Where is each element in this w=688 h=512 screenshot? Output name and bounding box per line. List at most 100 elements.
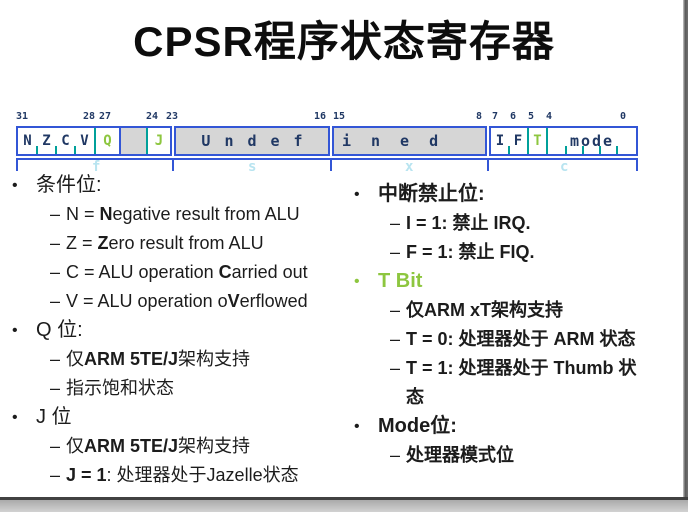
bullet-marker: •	[12, 177, 18, 194]
list-item-text: J 位	[36, 406, 72, 428]
teal-divider	[94, 128, 96, 154]
sub-item-row: –T = 1: 处理器处于 Thumb 状态	[350, 354, 682, 412]
sub-item-row: –仅ARM 5TE/J架构支持	[8, 432, 348, 461]
bit-number-24: 24	[146, 111, 159, 122]
nzcv-field: N Z C V	[18, 128, 94, 154]
bullet-row: • 条件位:	[8, 171, 348, 200]
left-bullet-column: •条件位:–N = Negative result from ALU–Z = Z…	[8, 171, 348, 490]
bullet-row: • Mode位:	[350, 412, 682, 441]
q-flag: Q	[103, 133, 112, 149]
list-item-text: N = Negative result from ALU	[66, 204, 300, 224]
f-flag: F	[513, 133, 523, 149]
page-title: CPSR程序状态寄存器	[133, 18, 555, 65]
teal-divider	[546, 128, 548, 154]
section-label-f: f	[92, 159, 101, 175]
bit-number-23: 23	[166, 111, 179, 122]
list-item-text: Mode位:	[378, 415, 457, 437]
register-control-box: I F T mode	[489, 126, 638, 156]
bit-tick	[55, 146, 57, 154]
undef-text: Undef	[201, 132, 317, 150]
undef-field: Undef	[176, 128, 328, 154]
dash-marker: –	[390, 300, 401, 320]
section-label-c: c	[560, 159, 569, 175]
list-item-text: T = 0: 处理器处于 ARM 状态	[406, 329, 636, 349]
dash-marker: –	[390, 358, 401, 378]
right-bullet-column: •中断禁止位:–I = 1: 禁止 IRQ.–F = 1: 禁止 FIQ.•T …	[350, 180, 682, 470]
blue-divider	[119, 128, 121, 154]
t-field: T	[529, 128, 546, 154]
teal-divider	[146, 128, 148, 154]
bullet-marker: •	[354, 418, 360, 435]
section-label-s: s	[248, 159, 257, 175]
sub-item-row: –仅ARM xT架构支持	[350, 296, 682, 325]
bit-tick	[74, 146, 76, 154]
bracket-tick	[172, 158, 174, 171]
dash-marker: –	[390, 445, 401, 465]
dash-marker: –	[50, 233, 61, 253]
sub-item-row: –C = ALU operation Carried out	[8, 258, 348, 287]
dash-marker: –	[390, 213, 401, 233]
bullet-row: • J 位	[8, 403, 348, 432]
dash-marker: –	[50, 349, 61, 369]
bracket-line	[16, 158, 638, 160]
frame-shadow-right	[683, 0, 688, 512]
bit-number-27: 27	[99, 111, 112, 122]
bit-number-6: 6	[510, 111, 517, 122]
sub-item-row: –N = Negative result from ALU	[8, 200, 348, 229]
bit-tick	[36, 146, 38, 154]
list-item-text: 仅ARM 5TE/J架构支持	[66, 349, 251, 369]
bracket-tick	[16, 158, 18, 171]
list-item-text: 条件位:	[36, 174, 102, 196]
bit-tick	[599, 146, 601, 154]
bit-number-4: 4	[546, 111, 553, 122]
z-flag: Z	[42, 133, 51, 149]
register-undef-box: Undef	[174, 126, 330, 156]
list-item-text: 仅ARM 5TE/J架构支持	[66, 436, 251, 456]
bit-number-0: 0	[620, 111, 627, 122]
bit-number-5: 5	[528, 111, 535, 122]
frame-shadow-bottom	[0, 497, 688, 512]
list-item-text: 指示饱和状态	[66, 378, 174, 398]
bit-tick	[616, 146, 618, 154]
sub-item-row: –I = 1: 禁止 IRQ.	[350, 209, 682, 238]
dash-marker: –	[50, 262, 61, 282]
list-item-text: C = ALU operation Carried out	[66, 262, 308, 282]
sub-item-row: –T = 0: 处理器处于 ARM 状态	[350, 325, 682, 354]
bullet-marker: •	[12, 409, 18, 426]
list-item-text: 处理器模式位	[406, 445, 514, 465]
c-flag: C	[61, 133, 70, 149]
j-field: J	[148, 128, 170, 154]
sub-item-row: –J = 1: 处理器处于Jazelle状态	[8, 461, 348, 490]
list-item-text: Q 位:	[36, 319, 83, 341]
bullet-marker: •	[354, 186, 360, 203]
list-item-text: F = 1: 禁止 FIQ.	[406, 242, 535, 262]
bullet-marker: •	[354, 273, 360, 290]
list-item-text: T = 1: 处理器处于 Thumb 状态	[406, 358, 637, 407]
section-label-x: x	[405, 159, 414, 175]
ined-text: ined	[342, 132, 459, 150]
bit-number-16: 16	[314, 111, 327, 122]
list-item-text: T Bit	[378, 270, 423, 292]
sub-item-row: –V = ALU operation oVerflowed	[8, 287, 348, 316]
list-item-text: I = 1: 禁止 IRQ.	[406, 213, 531, 233]
v-flag: V	[80, 133, 89, 149]
mode-field: mode	[548, 128, 636, 154]
bracket-tick	[487, 158, 489, 171]
t-flag: T	[533, 133, 542, 149]
ined-field: ined	[334, 128, 485, 154]
n-flag: N	[23, 133, 32, 149]
dash-marker: –	[50, 436, 61, 456]
sub-item-row: –处理器模式位	[350, 441, 682, 470]
sub-item-row: –仅ARM 5TE/J架构支持	[8, 345, 348, 374]
bit-number-8: 8	[476, 111, 483, 122]
bit-number-28: 28	[83, 111, 96, 122]
bit-number-31: 31	[16, 111, 29, 122]
j-flag: J	[154, 133, 164, 149]
bit-number-15: 15	[333, 111, 346, 122]
bracket-tick	[330, 158, 332, 171]
bit-number-7: 7	[492, 111, 499, 122]
list-item-text: 仅ARM xT架构支持	[406, 300, 563, 320]
bullet-row: •中断禁止位:	[350, 180, 682, 209]
bit-tick	[582, 146, 584, 154]
teal-divider	[527, 128, 529, 154]
